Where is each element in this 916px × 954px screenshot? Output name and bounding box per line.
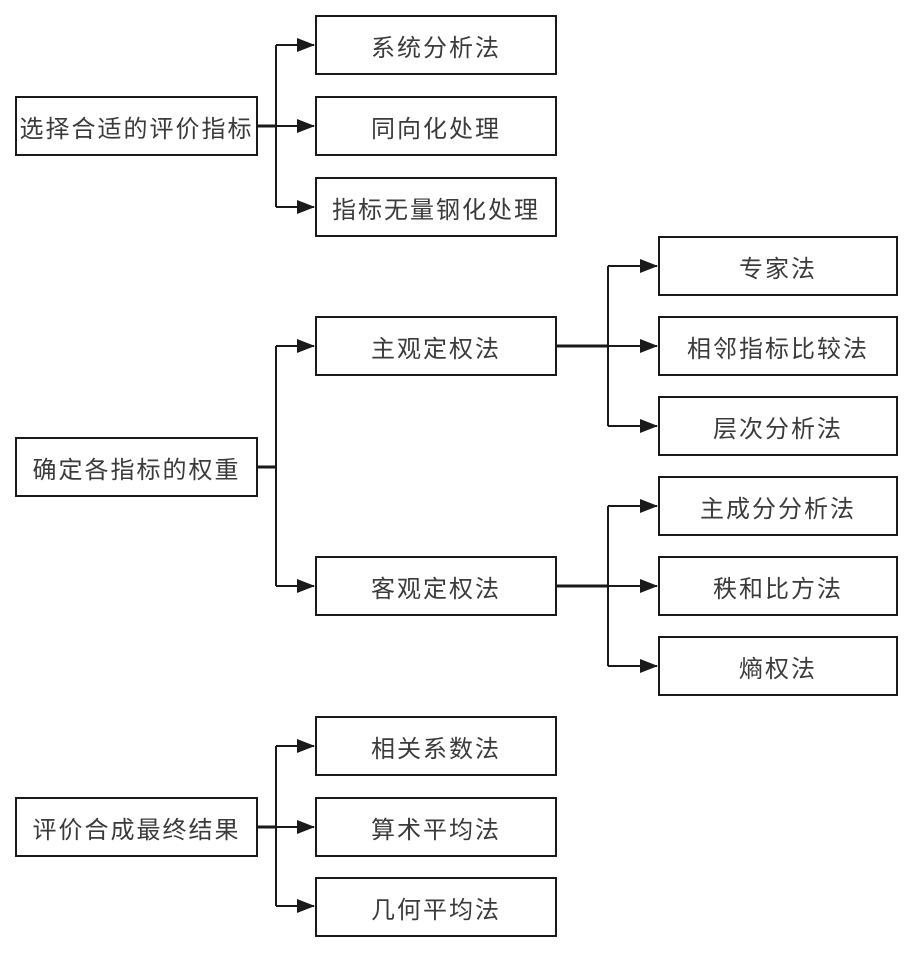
node-rank-sum-ratio: 秩和比方法 xyxy=(658,556,898,616)
node-pca-method: 主成分分析法 xyxy=(658,476,898,536)
node-final-synthesis: 评价合成最终结果 xyxy=(15,797,258,857)
node-dimensionless-processing: 指标无量钢化处理 xyxy=(315,177,557,237)
node-subjective-weighting: 主观定权法 xyxy=(315,316,557,376)
node-arithmetic-mean: 算术平均法 xyxy=(315,797,557,857)
node-select-indicators: 选择合适的评价指标 xyxy=(15,96,258,156)
node-adjacent-indicator-comparison: 相邻指标比较法 xyxy=(658,316,898,376)
node-entropy-weight: 熵权法 xyxy=(658,636,898,696)
node-geometric-mean: 几何平均法 xyxy=(315,877,557,937)
node-expert-method: 专家法 xyxy=(658,236,898,296)
node-ahp-method: 层次分析法 xyxy=(658,396,898,456)
node-correlation-coefficient: 相关系数法 xyxy=(315,716,557,776)
node-determine-weights: 确定各指标的权重 xyxy=(15,437,258,497)
node-system-analysis: 系统分析法 xyxy=(315,15,557,75)
node-objective-weighting: 客观定权法 xyxy=(315,556,557,616)
node-directional-processing: 同向化处理 xyxy=(315,96,557,156)
